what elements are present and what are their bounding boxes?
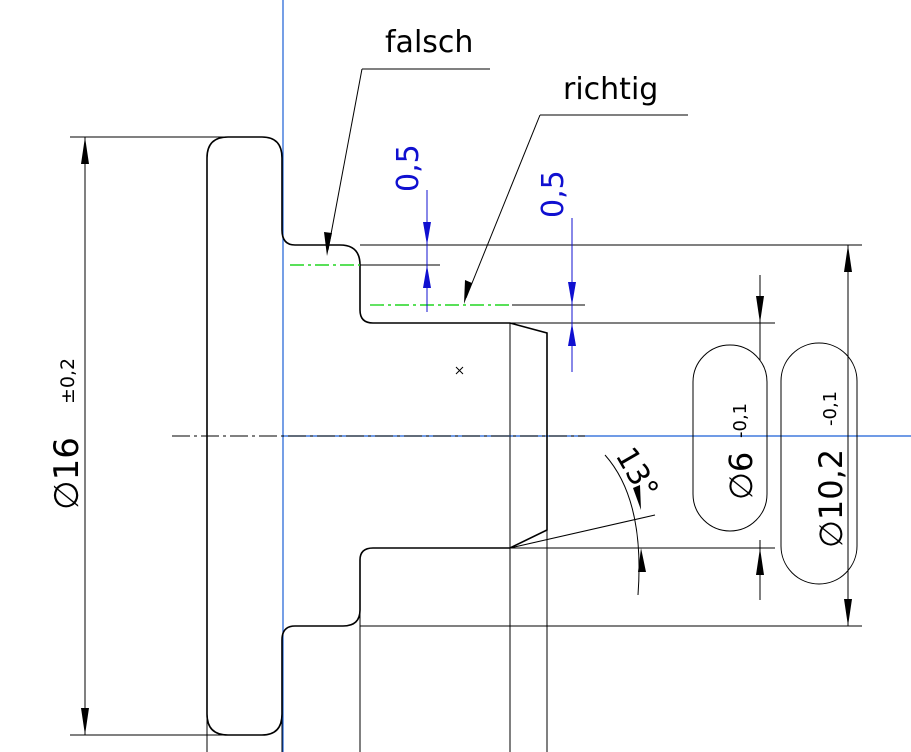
- right-step-label: 0,5: [536, 170, 571, 218]
- step-arrow-bottom: [844, 599, 852, 626]
- center-mark: [455, 366, 464, 375]
- step-diameter-text: ∅10,2: [812, 449, 850, 548]
- falsch-leader: [327, 68, 363, 251]
- step-diameter-label: ∅10,2 -0,1: [812, 391, 850, 548]
- richtig-leader-arrow: [464, 280, 472, 304]
- overall-tolerance-text: ±0,2: [57, 358, 79, 404]
- right-step-arrow-top: [568, 282, 576, 305]
- chamfer-angle-arc: [604, 454, 640, 596]
- wrong-step-arrow-bottom: [423, 265, 431, 288]
- chamfer-angle-text: 13°: [608, 442, 665, 506]
- inner-diameter-frame: [692, 344, 768, 532]
- step-arrow-top: [844, 245, 852, 272]
- inner-arrow-top: [756, 296, 764, 323]
- chamfer-angle-label: 13°: [608, 442, 665, 506]
- step-diameter-frame: [780, 342, 858, 585]
- chamfer-arrow-bottom: [638, 548, 646, 572]
- overall-arrow-top: [81, 137, 89, 164]
- falsch-label: falsch: [385, 25, 473, 60]
- chamfer-arrow-top: [633, 485, 641, 510]
- richtig-leader: [465, 114, 541, 299]
- overall-diameter-label: ∅16 ±0,2: [47, 358, 87, 510]
- overall-diameter-text: ∅16: [47, 437, 87, 510]
- right-step-arrow-bottom: [568, 323, 576, 346]
- overall-arrow-bottom: [81, 708, 89, 735]
- inner-tolerance-text: -0,1: [730, 403, 751, 438]
- chamfer-extension-line: [509, 514, 656, 549]
- right-step-text: 0,5: [536, 170, 571, 218]
- inner-diameter-label: ∅6 -0,1: [722, 403, 760, 500]
- wrong-step-label: 0,5: [391, 144, 426, 192]
- inner-arrow-bottom: [756, 548, 764, 575]
- inner-diameter-text: ∅6: [722, 452, 760, 500]
- step-tolerance-text: -0,1: [820, 391, 841, 426]
- wrong-step-text: 0,5: [391, 144, 426, 192]
- richtig-label: richtig: [563, 72, 658, 107]
- wrong-step-arrow-top: [423, 222, 431, 245]
- falsch-leader-arrow: [324, 232, 332, 256]
